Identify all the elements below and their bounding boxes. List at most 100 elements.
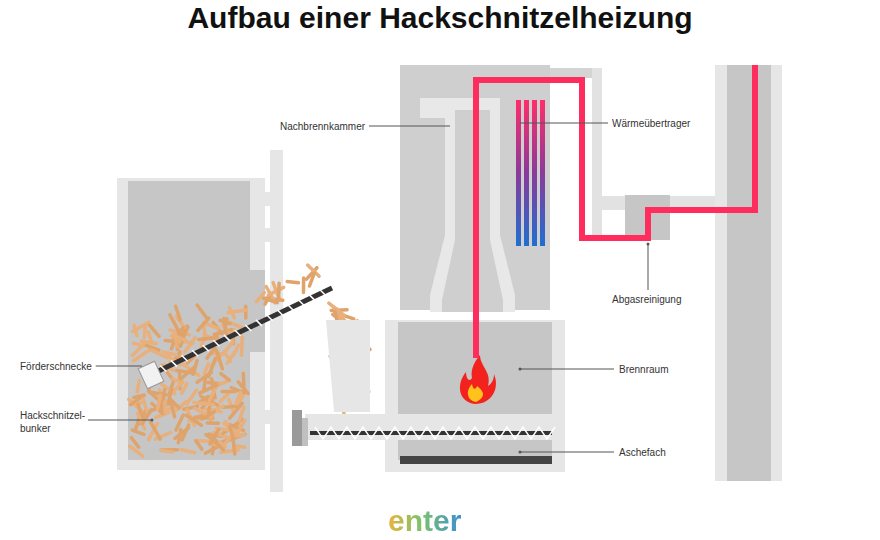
wood-chip: [264, 298, 278, 302]
wood-chip: [173, 335, 186, 341]
thread-stroke: [224, 335, 230, 341]
wood-chip: [202, 412, 214, 419]
wood-chip: [220, 320, 230, 323]
wood-chip: [209, 358, 216, 377]
leader-line: [520, 369, 614, 370]
thread-stroke: [277, 310, 283, 316]
wood-chip: [199, 338, 218, 340]
wood-chip: [198, 318, 209, 330]
ash-tray: [400, 456, 552, 464]
wood-chip: [182, 384, 187, 394]
heat-exchanger-tube: [532, 100, 537, 246]
wall-bracket: [258, 192, 272, 206]
wood-chip: [217, 351, 223, 369]
chimney: [715, 65, 782, 481]
wood-chip: [162, 451, 173, 452]
wood-chip: [302, 278, 306, 293]
afterburn-core: [442, 110, 503, 312]
wall-bracket: [258, 410, 272, 424]
wood-chip: [132, 430, 144, 434]
wood-chip: [230, 322, 243, 328]
wall-bracket: [258, 228, 272, 242]
wood-chip: [194, 403, 213, 405]
wood-chip: [238, 408, 244, 425]
thread-stroke: [213, 340, 219, 346]
wood-chip: [143, 326, 147, 337]
hopper: [326, 320, 370, 412]
thread-stroke: [203, 345, 209, 351]
wood-chip: [176, 306, 181, 319]
wood-chip: [131, 438, 138, 448]
wood-chip: [230, 403, 243, 418]
screw-cap: [292, 410, 302, 446]
bunker-opening: [250, 270, 265, 352]
thread-stroke: [256, 320, 262, 326]
wood-chip: [142, 341, 157, 343]
wood-chip: [130, 446, 143, 456]
lower-screw-thread: [315, 427, 555, 439]
wood-chip: [268, 287, 284, 295]
thread-stroke: [171, 360, 177, 366]
wood-chip: [151, 350, 167, 358]
leader-dot: [151, 419, 154, 422]
thread-stroke: [298, 300, 304, 306]
part-label: Förderschnecke: [20, 360, 92, 373]
wood-chip: [163, 352, 176, 355]
wood-chip: [148, 332, 151, 342]
leader-line: [369, 126, 450, 127]
thread-stroke: [288, 305, 294, 311]
wood-chip: [244, 306, 248, 318]
part-label: Aschefach: [619, 446, 666, 459]
wood-chip: [196, 441, 202, 449]
wood-chip: [240, 339, 244, 355]
wood-chip: [310, 273, 315, 286]
bunker-inner: [128, 181, 250, 460]
wood-chip: [257, 293, 265, 302]
leader-line: [520, 452, 614, 453]
wood-chip: [158, 395, 161, 409]
thread-stroke: [182, 355, 188, 361]
wood-chip: [209, 437, 223, 450]
wood-chip: [226, 342, 233, 351]
wood-chip: [161, 448, 177, 452]
thread-stroke: [315, 427, 555, 439]
thread-stroke: [192, 350, 198, 356]
wood-chip: [204, 375, 206, 389]
wood-chip: [236, 393, 241, 404]
thread-stroke: [267, 315, 273, 321]
thread-stroke: [235, 330, 241, 336]
wood-chip: [223, 405, 236, 409]
leader-line: [648, 244, 649, 290]
afterburn-chamber: [420, 98, 515, 312]
leader-line: [96, 366, 142, 367]
flame: [460, 355, 496, 404]
heat-exchanger-tube: [540, 100, 545, 246]
bunker-frame: [117, 178, 265, 470]
leader-dot: [519, 368, 522, 371]
leader-dot: [519, 451, 522, 454]
wood-chip: [181, 367, 194, 379]
leader-dot: [647, 243, 650, 246]
wood-chip: [238, 382, 248, 394]
wood-chip: [222, 390, 236, 394]
wood-chip: [134, 395, 144, 397]
leader-line: [520, 123, 608, 124]
flame-core: [468, 384, 483, 402]
wood-chip: [142, 410, 151, 424]
wood-chip: [287, 281, 298, 282]
conveyor-screw: [148, 288, 332, 376]
brand-logo: enter: [388, 504, 461, 538]
wood-chip: [230, 426, 234, 439]
wood-chip: [220, 394, 228, 402]
diagram-title: Aufbau einer Hackschnitzelheizung: [0, 0, 880, 36]
wood-chip: [229, 308, 234, 318]
wood-chip: [143, 398, 147, 412]
conveyor-screw-thread: [160, 290, 325, 372]
wood-chip: [200, 385, 217, 393]
wood-chip: [224, 352, 231, 361]
wood-chip: [197, 305, 208, 319]
wood-chip: [170, 399, 179, 408]
wood-chip: [277, 283, 281, 299]
thread-stroke: [309, 295, 315, 301]
